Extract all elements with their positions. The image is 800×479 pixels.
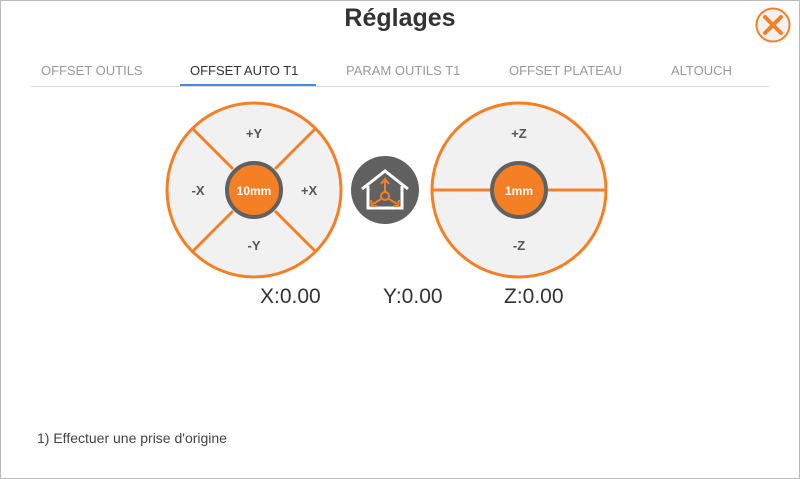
minus-z-button[interactable]: -Z (513, 238, 525, 253)
z-step-button[interactable]: 1mm (505, 184, 533, 198)
tab-altouch[interactable]: ALTOUCH (671, 63, 732, 78)
home-icon (361, 169, 409, 210)
z-jog-pad[interactable]: +Z -Z 1mm (430, 101, 608, 279)
xy-step-button[interactable]: 10mm (237, 184, 272, 198)
jog-controls: +Y -Y -X +X 10mm +Z -Z 1mm (165, 101, 608, 279)
plus-z-button[interactable]: +Z (511, 126, 527, 141)
tab-offset-outils[interactable]: OFFSET OUTILS (41, 63, 143, 78)
instruction-text: 1) Effectuer une prise d'origine (37, 430, 227, 446)
tab-bar: OFFSET OUTILS OFFSET AUTO T1 PARAM OUTIL… (30, 58, 770, 87)
page-title: Réglages (344, 4, 456, 32)
x-coordinate: X:0.00 (260, 285, 321, 308)
xy-jog-pad[interactable]: +Y -Y -X +X 10mm (165, 101, 343, 279)
home-button[interactable] (351, 156, 419, 224)
tab-offset-auto-t1[interactable]: OFFSET AUTO T1 (190, 63, 299, 78)
z-coordinate: Z:0.00 (504, 285, 564, 308)
minus-x-button[interactable]: -X (192, 183, 205, 198)
y-coordinate: Y:0.00 (383, 285, 443, 308)
tab-param-outils-t1[interactable]: PARAM OUTILS T1 (346, 63, 461, 78)
close-button[interactable] (755, 7, 791, 43)
minus-y-button[interactable]: -Y (248, 238, 261, 253)
plus-y-button[interactable]: +Y (246, 126, 263, 141)
active-tab-indicator (180, 84, 316, 86)
tab-offset-plateau[interactable]: OFFSET PLATEAU (509, 63, 622, 78)
plus-x-button[interactable]: +X (301, 183, 318, 198)
